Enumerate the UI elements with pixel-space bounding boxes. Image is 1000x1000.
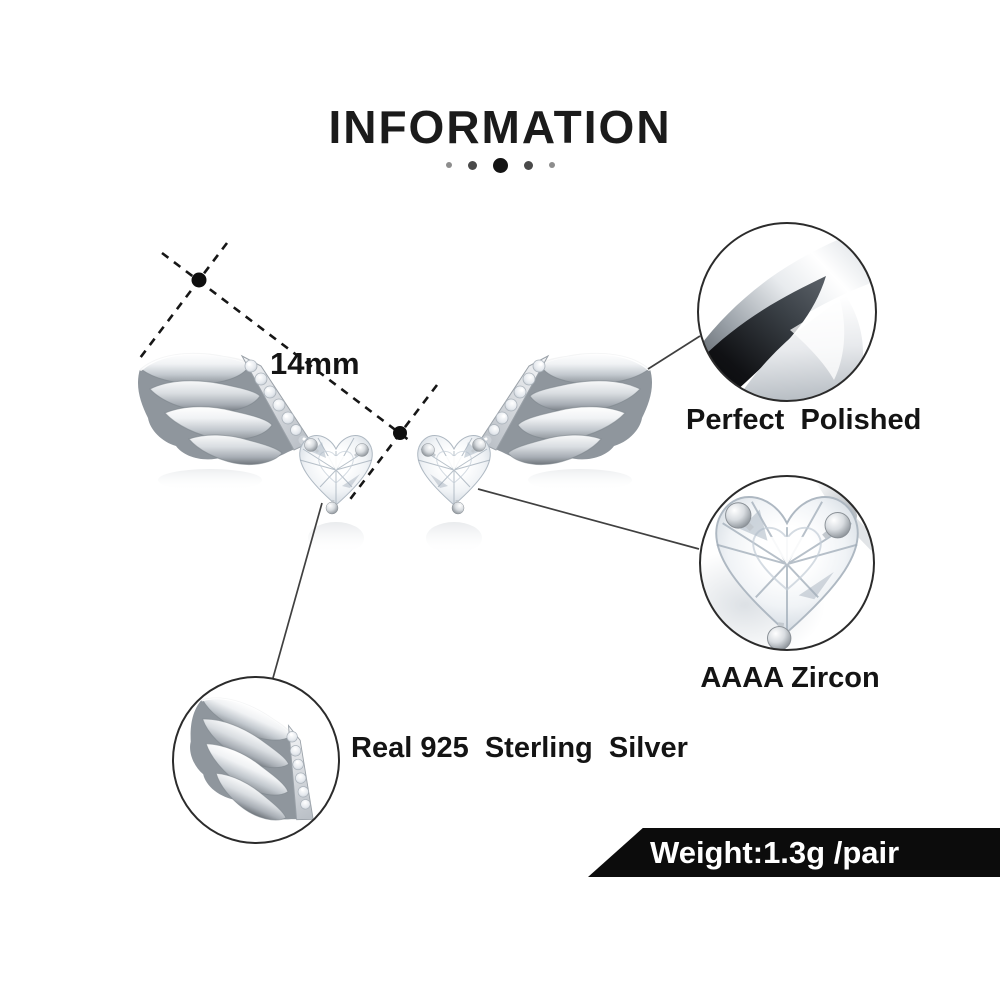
right-earring bbox=[418, 353, 652, 554]
divider-dot-icon bbox=[523, 160, 533, 170]
dimension-label: 14mm bbox=[270, 346, 360, 381]
divider-dot-icon bbox=[548, 162, 555, 168]
zircon-callout-label: AAAA Zircon bbox=[700, 662, 880, 694]
divider-dot-icon bbox=[445, 162, 452, 168]
polished-metal-icon bbox=[698, 226, 876, 401]
polish-callout-label: Perfect Polished bbox=[686, 404, 922, 436]
dimension-dot-lower bbox=[393, 426, 407, 440]
dimension-endcap-lower bbox=[346, 384, 439, 503]
callout-line-silver bbox=[272, 502, 323, 679]
weight-banner: Weight:1.3g /pair bbox=[588, 828, 1000, 877]
zircon-detail-circle bbox=[699, 475, 875, 651]
page-title: INFORMATION bbox=[328, 101, 672, 153]
left-earring bbox=[138, 353, 372, 554]
divider-dots bbox=[0, 156, 1000, 174]
dimension-dot-upper bbox=[191, 272, 207, 288]
dimension-endcap-upper bbox=[138, 242, 229, 359]
polish-detail-circle bbox=[697, 222, 877, 402]
weight-banner-text: Weight:1.3g /pair bbox=[650, 835, 900, 870]
divider-dot-icon bbox=[492, 157, 508, 173]
wing-detail-circle bbox=[164, 676, 347, 844]
divider-dot-icon bbox=[467, 160, 477, 170]
callout-line-polish bbox=[647, 335, 701, 370]
silver-callout-label: Real 925 Sterling Silver bbox=[351, 732, 688, 764]
callout-line-zircon bbox=[477, 488, 700, 550]
